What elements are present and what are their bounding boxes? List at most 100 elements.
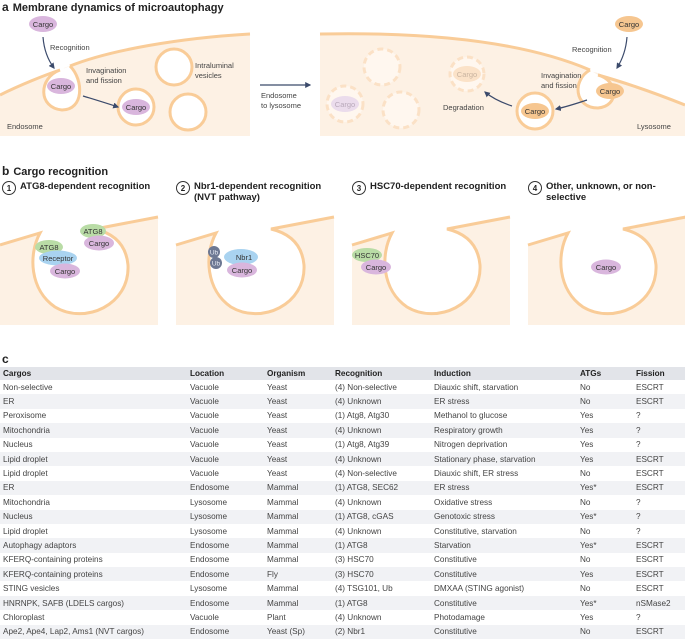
cell-induction: Diauxic shift, ER stress	[434, 469, 519, 479]
cell-organism: Yeast	[267, 469, 288, 479]
cell-recognition: (1) Atg8, Atg30	[335, 411, 390, 421]
cell-recognition: (1) ATG8, SEC62	[335, 483, 399, 493]
subpanel-title-text: Other, unknown, or non-selective	[546, 181, 656, 203]
invagination-label-2: and fission	[541, 81, 577, 90]
cell-fission: ESCRT	[636, 584, 664, 594]
cell-organism: Mammal	[267, 540, 299, 550]
atg8-protein	[35, 240, 63, 254]
cargo-label: Cargo	[457, 70, 477, 79]
cell-induction: Stationary phase, starvation	[434, 454, 536, 464]
column-header-induction: Induction	[431, 367, 577, 380]
column-header-fission: Fission	[633, 367, 685, 380]
cell-induction: Oxidative stress	[434, 497, 493, 507]
cell-recognition: (4) Unknown	[335, 425, 382, 435]
invagination-label-2: and fission	[86, 76, 122, 85]
cell-organism: Fly	[267, 569, 278, 579]
ilv-label: Intraluminal	[195, 61, 234, 70]
cell-fission: nSMase2	[636, 598, 671, 608]
cell-organism: Mammal	[267, 598, 299, 608]
recognition-arrow	[616, 36, 628, 70]
cell-fission: ESCRT	[636, 540, 664, 550]
cell-location: Vacuole	[190, 382, 219, 392]
cargo-label: Cargo	[51, 82, 71, 91]
table-row: Ape2, Ape4, Lap2, Ams1 (NVT cargos)Endos…	[0, 624, 685, 640]
cargo	[50, 263, 80, 279]
cell-cargos: Nucleus	[3, 512, 33, 522]
panel-a-diagram: Cargo Recognition Cargo Invagination and…	[0, 16, 685, 137]
cell-fission: ?	[636, 440, 641, 450]
cargo-label: Cargo	[232, 266, 252, 275]
cell-location: Vacuole	[190, 454, 219, 464]
cell-induction: Constitutive	[434, 555, 477, 565]
invagination-label: Invagination	[86, 66, 126, 75]
cell-recognition: (4) Unknown	[335, 526, 382, 536]
column-header-location: Location	[187, 367, 264, 380]
cargo-label: Cargo	[335, 100, 355, 109]
cargo-label: Cargo	[600, 87, 620, 96]
nbr1-label: Nbr1	[236, 253, 252, 262]
cell-atgs: Yes*	[580, 512, 597, 522]
cell-recognition: (4) Non-selective	[335, 382, 397, 392]
cell-cargos: Mitochondria	[3, 497, 50, 507]
cell-recognition: (1) ATG8	[335, 598, 368, 608]
cargo-in-vesicle	[521, 103, 549, 119]
cell-organism: Yeast	[267, 425, 288, 435]
number-badge: 3	[352, 181, 366, 195]
cargo-label: Cargo	[619, 20, 639, 29]
cell-organism: Yeast	[267, 454, 288, 464]
cell-location: Endosome	[190, 555, 230, 565]
cell-fission: ?	[636, 425, 641, 435]
cargo-label: Cargo	[596, 263, 616, 272]
cell-fission: ESCRT	[636, 627, 664, 637]
panel-b-letter: b	[2, 164, 10, 178]
cell-recognition: (4) Non-selective	[335, 469, 397, 479]
transition-label: Endosome	[261, 91, 297, 100]
cargo-label: Cargo	[89, 239, 109, 248]
cell-organism: Mammal	[267, 483, 299, 493]
cell-cargos: ER	[3, 483, 15, 493]
cell-organism: Yeast	[267, 440, 288, 450]
cell-location: Vacuole	[190, 425, 219, 435]
cell-induction: DMXAA (STING agonist)	[434, 584, 525, 594]
atg8-label: ATG8	[83, 227, 102, 236]
cargo-in-ilv	[122, 99, 150, 115]
cargo-free	[29, 16, 57, 32]
fission-arrow	[554, 99, 588, 111]
subpanel-3-title: 3 HSC70-dependent recognition	[352, 181, 506, 195]
number-badge: 2	[176, 181, 190, 195]
cargo	[227, 262, 257, 278]
cell-atgs: No	[580, 555, 591, 565]
cell-location: Endosome	[190, 598, 230, 608]
cell-atgs: No	[580, 584, 591, 594]
cell-organism: Mammal	[267, 512, 299, 522]
cell-atgs: Yes	[580, 612, 594, 622]
subpanel-title-text-2: (NVT pathway)	[194, 192, 260, 203]
cell-cargos: HNRNPK, SAFB (LDELS cargos)	[3, 598, 125, 608]
cell-recognition: (2) Nbr1	[335, 627, 366, 637]
subpanel-1-membrane	[0, 215, 159, 325]
cell-induction: Nitrogen deprivation	[434, 440, 508, 450]
cell-cargos: STING vesicles	[3, 584, 60, 594]
cell-atgs: No	[580, 397, 591, 407]
cell-induction: Constitutive, starvation	[434, 526, 517, 536]
subpanel-title-text: ATG8-dependent recognition	[20, 181, 151, 192]
cell-location: Vacuole	[190, 397, 219, 407]
cell-atgs: Yes*	[580, 483, 597, 493]
subpanel-2-membrane	[175, 215, 335, 325]
cell-cargos: Lipid droplet	[3, 469, 48, 479]
cell-atgs: No	[580, 526, 591, 536]
cell-cargos: KFERQ-containing proteins	[3, 569, 103, 579]
cargo-label: Cargo	[33, 20, 53, 29]
cell-fission: ESCRT	[636, 454, 664, 464]
atg8-label: ATG8	[39, 243, 58, 252]
degradation-label: Degradation	[443, 103, 484, 112]
panel-b-title-text: Cargo recognition	[13, 166, 109, 178]
cell-fission: ESCRT	[636, 397, 664, 407]
cargo-label: Cargo	[126, 103, 146, 112]
cell-organism: Plant	[267, 612, 286, 622]
